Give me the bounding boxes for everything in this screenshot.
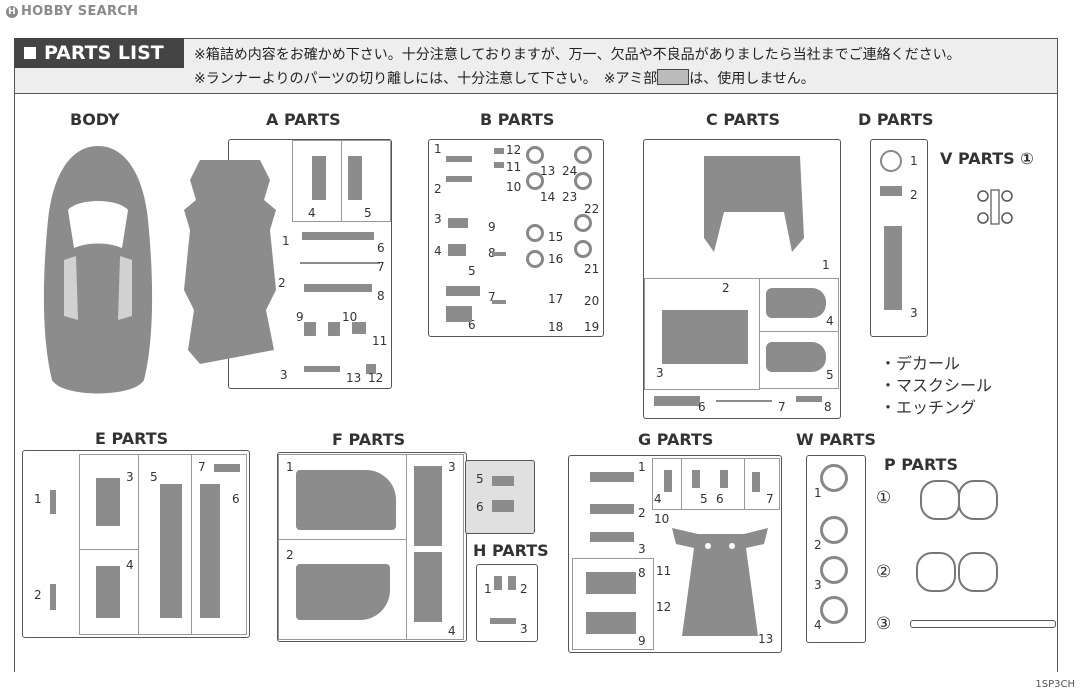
square-icon	[24, 47, 36, 59]
label-b-parts: B PARTS	[480, 110, 555, 129]
label-e-parts: E PARTS	[95, 429, 169, 448]
c-floor-drawing	[704, 156, 804, 252]
label-d-parts: D PARTS	[858, 110, 934, 129]
label-h-parts: H PARTS	[473, 541, 549, 560]
doc-code: 1SP3CH	[1035, 679, 1075, 690]
label-a-parts: A PARTS	[266, 110, 341, 129]
runner-b	[428, 139, 604, 337]
notice-line-2: ※ランナーよりのパーツの切り離しには、十分注意して下さい。 ※アミ部は、使用しま…	[194, 69, 815, 87]
body-shell-drawing	[43, 146, 153, 394]
steering-wheel-part	[880, 150, 902, 172]
a-cell-5	[341, 140, 391, 222]
notice-line-1: ※箱詰め内容をお確かめ下さい。十分注意しておりますが、万一、欠品や不良品がありま…	[194, 47, 961, 63]
header-banner	[14, 38, 1058, 94]
misc-etching: ・エッチング	[880, 398, 977, 417]
label-c-parts: C PARTS	[706, 110, 780, 129]
misc-mask-seal: ・マスクシール	[880, 376, 993, 395]
logo-icon: H	[6, 6, 18, 18]
mesh-sample	[657, 69, 690, 85]
v-parts-drawing	[977, 189, 1013, 225]
label-f-parts: F PARTS	[332, 430, 406, 449]
chassis-drawing	[184, 160, 276, 364]
label-w-parts: W PARTS	[796, 430, 876, 449]
label-body: BODY	[70, 110, 120, 129]
runner-f-mesh	[465, 460, 535, 534]
parts-list-title: PARTS LIST	[14, 38, 184, 68]
label-v-parts: V PARTS ①	[940, 149, 1034, 168]
p-marker-3: ③	[876, 614, 892, 634]
g-rear-wing-drawing	[672, 528, 768, 636]
label-g-parts: G PARTS	[638, 430, 714, 449]
p-marker-2: ②	[876, 562, 892, 582]
label-p-parts: P PARTS	[884, 455, 958, 474]
p-marker-1: ①	[876, 488, 892, 508]
p-shaft	[910, 620, 1056, 628]
misc-decal: ・デカール	[880, 354, 961, 373]
runner-h	[476, 564, 538, 642]
parts-frame	[14, 92, 1058, 672]
